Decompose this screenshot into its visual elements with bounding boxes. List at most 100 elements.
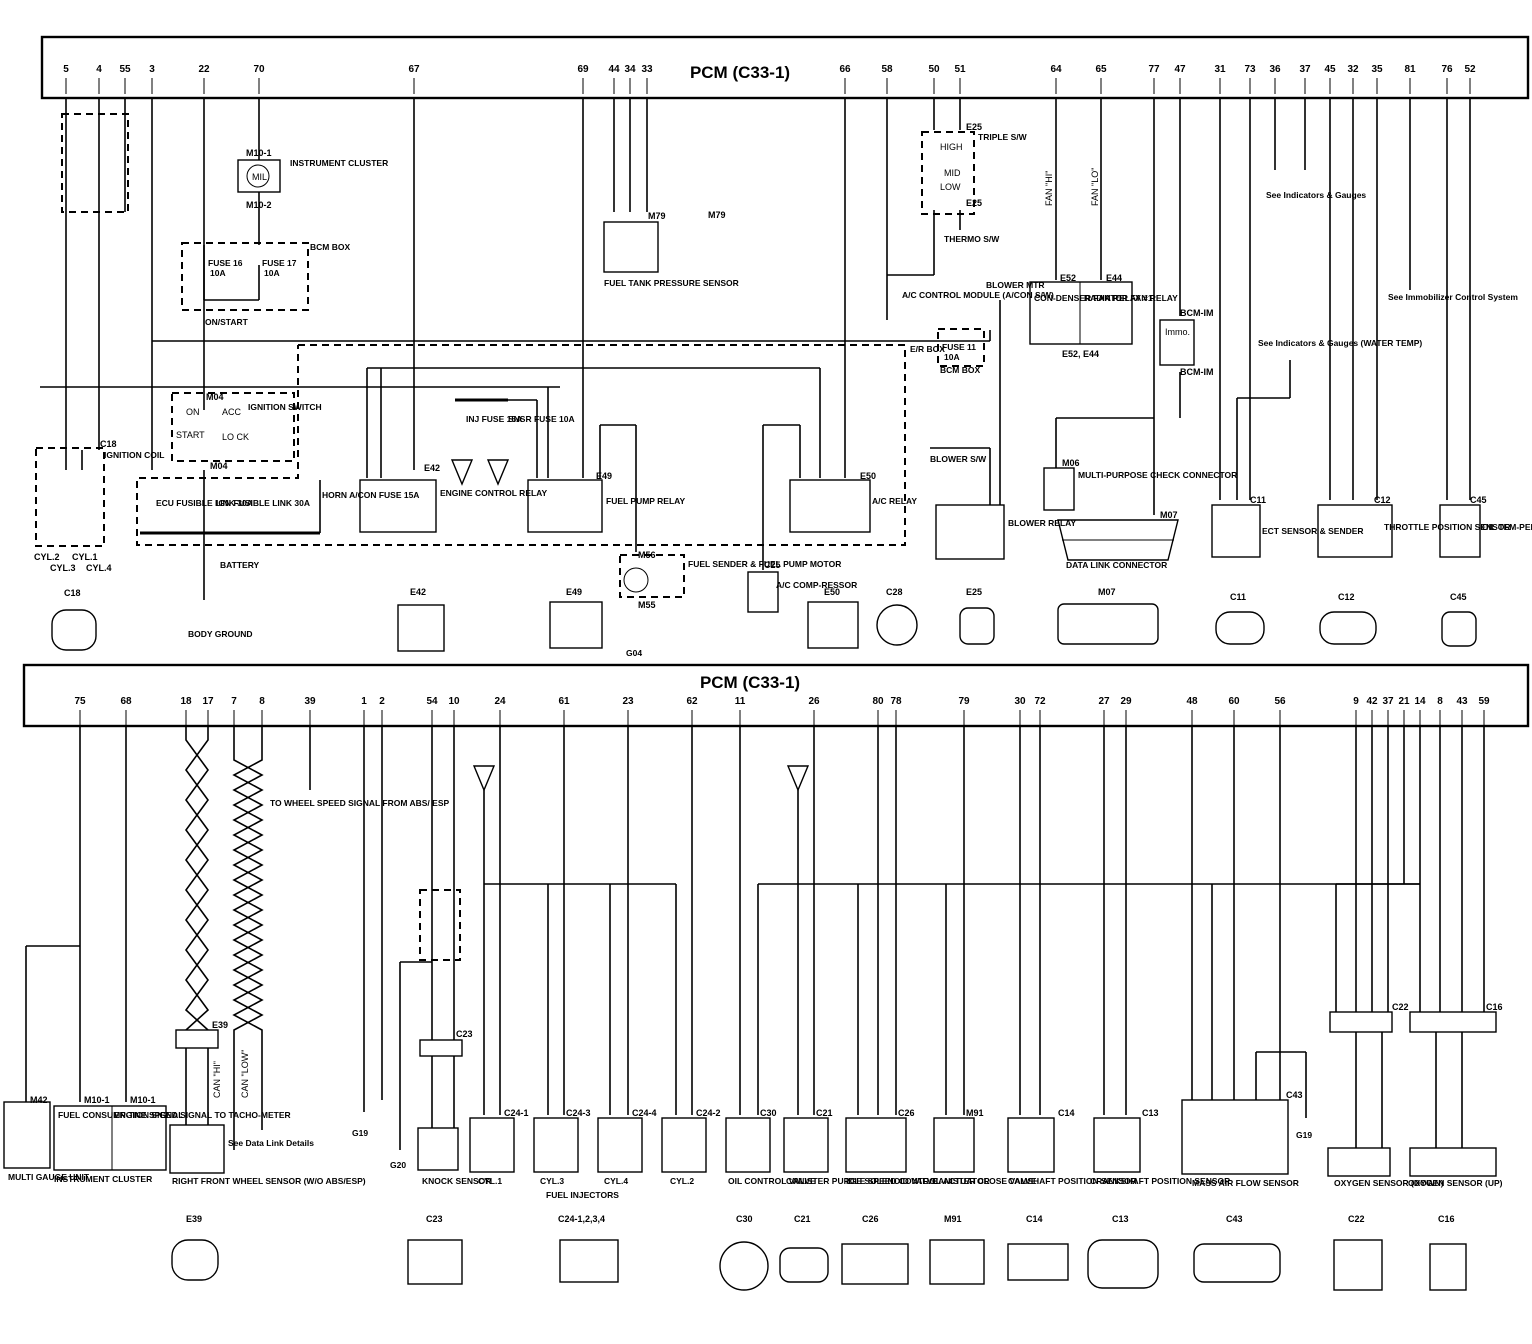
e44-label: E44 bbox=[1106, 273, 1122, 283]
bottom-pcm-pin: 14 bbox=[1414, 696, 1426, 707]
top-pcm-pin: 32 bbox=[1347, 64, 1359, 75]
inj-cyl1-label: CYL.1 bbox=[478, 1176, 502, 1186]
c24-2-label: C24-2 bbox=[696, 1108, 721, 1118]
e25-bottom-label: E25 bbox=[966, 198, 982, 208]
wheel-speed-signal-label: TO WHEEL SPEED SIGNAL FROM ABS/ ESP bbox=[270, 798, 449, 808]
fuse17-rating: 10A bbox=[264, 268, 280, 278]
top-pcm-pin: 45 bbox=[1324, 64, 1336, 75]
c25-label: C25 bbox=[764, 560, 781, 570]
bottom-pcm-pin: 68 bbox=[120, 696, 132, 707]
horn-fuse-label: HORN A/CON FUSE 15A bbox=[322, 490, 419, 500]
data-link-label: DATA LINK CONNECTOR bbox=[1066, 560, 1167, 570]
m04-bottom-label: M04 bbox=[210, 461, 228, 471]
bottom-pcm-pin: 39 bbox=[304, 696, 316, 707]
inj-cyl4-label: CYL.4 bbox=[604, 1176, 628, 1186]
triple-sw-label: TRIPLE S/W bbox=[978, 132, 1028, 142]
body-ground-label: BODY GROUND bbox=[188, 629, 253, 639]
bottom-pcm-title: PCM (C33-1) bbox=[700, 673, 800, 692]
bottom-pcm-pin: 60 bbox=[1228, 696, 1240, 707]
top-pcm-pin: 58 bbox=[881, 64, 893, 75]
m04-top-label: M04 bbox=[206, 392, 224, 402]
top-labels: INSTRUMENT CLUSTER M10-1 MIL M10-2 BCM B… bbox=[34, 122, 1532, 658]
c14-label: C14 bbox=[1058, 1108, 1075, 1118]
c18-label: C18 bbox=[100, 439, 117, 449]
engine-speed-label: ENGINE SPEED SIGNAL TO TACHO-METER bbox=[114, 1110, 291, 1120]
oil-temp-sensor-label: OIL TEM-PERATURE SENSOR bbox=[1482, 522, 1532, 532]
top-pcm-pin: 66 bbox=[839, 64, 851, 75]
bottom-pcm-pin: 23 bbox=[622, 696, 634, 707]
fan-hi-label: FAN "HI" bbox=[1044, 171, 1054, 206]
c43-connector-label: C43 bbox=[1226, 1214, 1243, 1224]
bottom-pcm-pin: 29 bbox=[1120, 696, 1132, 707]
c11-connector-label: C11 bbox=[1230, 592, 1246, 602]
top-pcm-title: PCM (C33-1) bbox=[690, 63, 790, 82]
e25-top-label: E25 bbox=[966, 122, 982, 132]
fuse17-label: FUSE 17 bbox=[262, 258, 297, 268]
e42-label: E42 bbox=[424, 463, 440, 473]
bottom-pcm-pin: 61 bbox=[558, 696, 570, 707]
fuse11-rating: 10A bbox=[944, 352, 960, 362]
cyl4-label: CYL.4 bbox=[86, 563, 112, 573]
top-pcm-pin: 52 bbox=[1464, 64, 1476, 75]
bcm-box-small-label: BCM BOX bbox=[940, 365, 980, 375]
see-water-temp-label: See Indicators & Gauges (WATER TEMP) bbox=[1258, 338, 1422, 348]
top-pcm-pin: 69 bbox=[577, 64, 589, 75]
bottom-pcm-pin: 37 bbox=[1382, 696, 1394, 707]
top-pcm-pin: 44 bbox=[608, 64, 620, 75]
m56-label: M56 bbox=[638, 550, 656, 560]
m10-1-label: M10-1 bbox=[246, 148, 272, 158]
on-label: ON bbox=[186, 407, 200, 417]
e52-label: E52 bbox=[1060, 273, 1076, 283]
top-wires bbox=[40, 98, 1471, 600]
battery-label: BATTERY bbox=[220, 560, 260, 570]
top-pcm-pin: 50 bbox=[928, 64, 940, 75]
fuse16-rating: 10A bbox=[210, 268, 226, 278]
c45-label: C45 bbox=[1470, 495, 1487, 505]
c21-label: C21 bbox=[816, 1108, 833, 1118]
ecu-fusible-label: ECU FUSIBLE LINK 30A bbox=[156, 498, 253, 508]
inj-cyl2-label: CYL.2 bbox=[670, 1176, 694, 1186]
see-indicators-label: See Indicators & Gauges bbox=[1266, 190, 1366, 200]
oil-control-valve-label: OIL CONTROL VALVE bbox=[728, 1176, 816, 1186]
top-pcm-pin: 76 bbox=[1441, 64, 1453, 75]
e49-label: E49 bbox=[596, 471, 612, 481]
bottom-m10-1-b-label: M10-1 bbox=[130, 1095, 156, 1105]
g19-right-label: G19 bbox=[1296, 1130, 1312, 1140]
c18-connector-label: C18 bbox=[64, 588, 81, 598]
bottom-wires bbox=[25, 726, 1485, 1150]
c22-connector-label: C22 bbox=[1348, 1214, 1365, 1224]
bottom-pcm-pin: 21 bbox=[1398, 696, 1410, 707]
bottom-pcm-pin: 56 bbox=[1274, 696, 1286, 707]
c12-label: C12 bbox=[1374, 495, 1391, 505]
can-hi-label: CAN "HI" bbox=[212, 1061, 222, 1098]
c23-connector-label: C23 bbox=[426, 1214, 443, 1224]
bottom-pcm-pin: 18 bbox=[180, 696, 192, 707]
bottom-labels: MULTI GAUGE UNIT M42 FUEL CONSUMP-TION S… bbox=[8, 798, 1503, 1224]
m91-label: M91 bbox=[966, 1108, 984, 1118]
bottom-pcm-pin: 1 bbox=[361, 696, 367, 707]
m10-2-label: M10-2 bbox=[246, 200, 272, 210]
multipurpose-label: MULTI-PURPOSE CHECK CONNECTOR bbox=[1078, 470, 1237, 480]
ignition-coil-label: IGNITION COIL bbox=[104, 450, 164, 460]
e49-connector-label: E49 bbox=[566, 587, 582, 597]
bottom-pcm-pin: 27 bbox=[1098, 696, 1110, 707]
fuel-pump-relay-label: FUEL PUMP RELAY bbox=[606, 496, 686, 506]
bottom-pcm-pin: 42 bbox=[1366, 696, 1378, 707]
maf-label: MASS AIR FLOW SENSOR bbox=[1192, 1178, 1299, 1188]
c21-connector-label: C21 bbox=[794, 1214, 811, 1224]
bottom-m10-1-a-label: M10-1 bbox=[84, 1095, 110, 1105]
e50-connector-label: E50 bbox=[824, 587, 840, 597]
see-data-link-label: See Data Link Details bbox=[228, 1138, 314, 1148]
m91-connector-label: M91 bbox=[944, 1214, 962, 1224]
bottom-pcm-pin: 78 bbox=[890, 696, 902, 707]
camshaft-label: CAMSHAFT POSITION SENSOR bbox=[1008, 1176, 1137, 1186]
c24-1-label: C24-1 bbox=[504, 1108, 529, 1118]
bottom-pcm-pin: 8 bbox=[1437, 696, 1443, 707]
bcm-box-label: BCM BOX bbox=[310, 242, 350, 252]
multi-gauge-label: MULTI GAUGE UNIT bbox=[8, 1172, 90, 1182]
bottom-pcm-pin: 48 bbox=[1186, 696, 1198, 707]
condenser-fan-relay-label: CON-DENSER FAN RELAY #1 bbox=[1034, 293, 1153, 303]
snsr-fuse-label: SNSR FUSE 10A bbox=[508, 414, 575, 424]
instrument-cluster-label: INSTRUMENT CLUSTER bbox=[290, 158, 388, 168]
